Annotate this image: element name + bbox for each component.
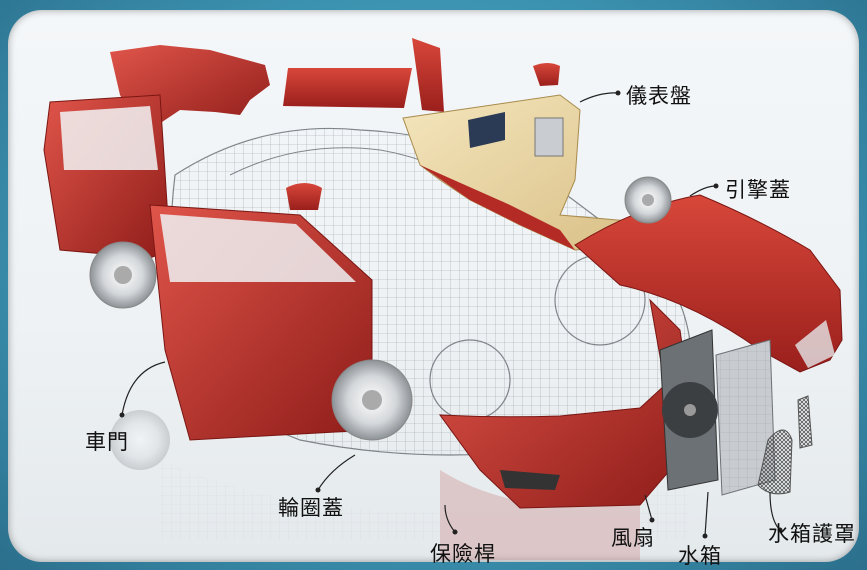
callout-dots <box>119 90 783 539</box>
radiator-grille-part-2 <box>797 395 813 449</box>
radiator-label: 水箱 <box>678 544 722 568</box>
side-mirror-2 <box>286 183 322 210</box>
callout-lines <box>121 92 781 537</box>
fan-label: 風扇 <box>611 526 655 550</box>
hood-label: 引擎蓋 <box>725 178 791 202</box>
dashboard-label: 儀表盤 <box>626 84 692 108</box>
door-label: 車門 <box>85 430 129 454</box>
hubcap-part-1 <box>89 241 157 309</box>
hubcap-part-2 <box>331 359 413 441</box>
small-door-top <box>412 38 444 112</box>
hubcap-part-3 <box>624 176 672 224</box>
bumper-label: 保險桿 <box>430 542 496 566</box>
floor-reflection <box>160 460 690 560</box>
fan-part <box>659 329 719 491</box>
bumper-part <box>438 298 691 509</box>
dashboard-part <box>402 94 641 251</box>
hubcap-reflection <box>110 410 170 470</box>
radiator-grille-part <box>757 429 793 495</box>
radiator-grille-label: 水箱護罩 <box>768 522 856 546</box>
hubcap-label: 輪圈蓋 <box>278 496 344 520</box>
side-mirror <box>533 63 560 86</box>
roof-panel <box>283 68 412 108</box>
